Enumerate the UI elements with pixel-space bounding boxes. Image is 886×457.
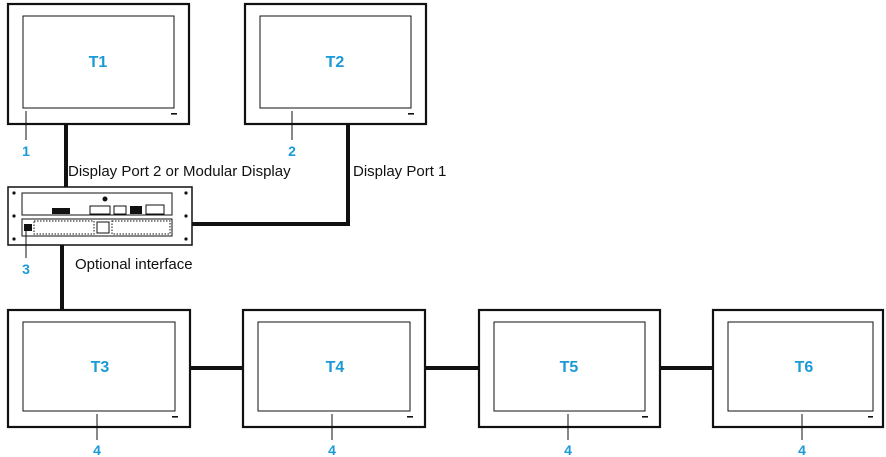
optional-interface-label: Optional interface: [75, 256, 193, 273]
terminal-label-t2: T2: [326, 54, 345, 71]
terminal-led: [868, 416, 873, 418]
module-screw: [184, 237, 188, 241]
module-screw: [184, 191, 188, 195]
display-port-2-label: Display Port 2 or Modular Display: [68, 163, 291, 180]
optional-interface-slot: [111, 220, 171, 235]
terminal-t1: T1: [6, 2, 191, 126]
module-port: [145, 204, 165, 215]
terminal-screen: [22, 15, 175, 109]
module-screw: [12, 214, 16, 218]
module-screw: [12, 237, 16, 241]
module-led: [102, 196, 108, 202]
terminal-t6: T6: [711, 308, 885, 429]
terminal-led: [408, 113, 414, 115]
terminal-label-t4: T4: [326, 359, 345, 376]
callout-4: 4: [93, 442, 101, 457]
callout-2: 2: [288, 143, 296, 159]
terminal-screen: [259, 15, 412, 109]
module-port: [96, 221, 110, 234]
terminal-label-t5: T5: [560, 359, 579, 376]
module-port: [24, 224, 32, 231]
terminal-led: [172, 416, 178, 418]
cable-module-t2: [192, 123, 350, 226]
terminal-t5: T5: [477, 308, 662, 429]
callout-1: 1: [22, 143, 30, 159]
terminal-screen: [727, 321, 874, 412]
terminal-label-t6: T6: [795, 359, 814, 376]
module-port: [89, 205, 111, 215]
display-port-2-connector: [52, 208, 70, 214]
module-screw: [184, 214, 188, 218]
terminal-screen: [493, 321, 646, 412]
terminal-led: [407, 416, 413, 418]
box-module: [7, 186, 193, 246]
terminal-led: [642, 416, 648, 418]
callout-leaders: [25, 111, 803, 440]
callout-4: 4: [564, 442, 572, 457]
terminal-t3: T3: [6, 308, 192, 429]
terminal-screen: [257, 321, 411, 412]
optional-interface-slot: [33, 220, 95, 235]
terminal-led: [171, 113, 177, 115]
display-port-1-label: Display Port 1: [353, 163, 446, 180]
terminal-t4: T4: [241, 308, 427, 429]
callout-3: 3: [22, 261, 30, 277]
callout-numbers: 1 2 3 4 4 4 4: [22, 143, 806, 457]
terminal-screen: [22, 321, 176, 412]
module-screw: [12, 191, 16, 195]
terminal-label-t3: T3: [91, 359, 110, 376]
terminal-label-t1: T1: [89, 54, 108, 71]
callout-4: 4: [328, 442, 336, 457]
port-labels: Display Port 2 or Modular Display Displa…: [68, 163, 446, 273]
module-port: [113, 205, 127, 215]
terminal-t2: T2: [243, 2, 428, 126]
callout-4: 4: [798, 442, 806, 457]
module-port: [130, 206, 142, 214]
